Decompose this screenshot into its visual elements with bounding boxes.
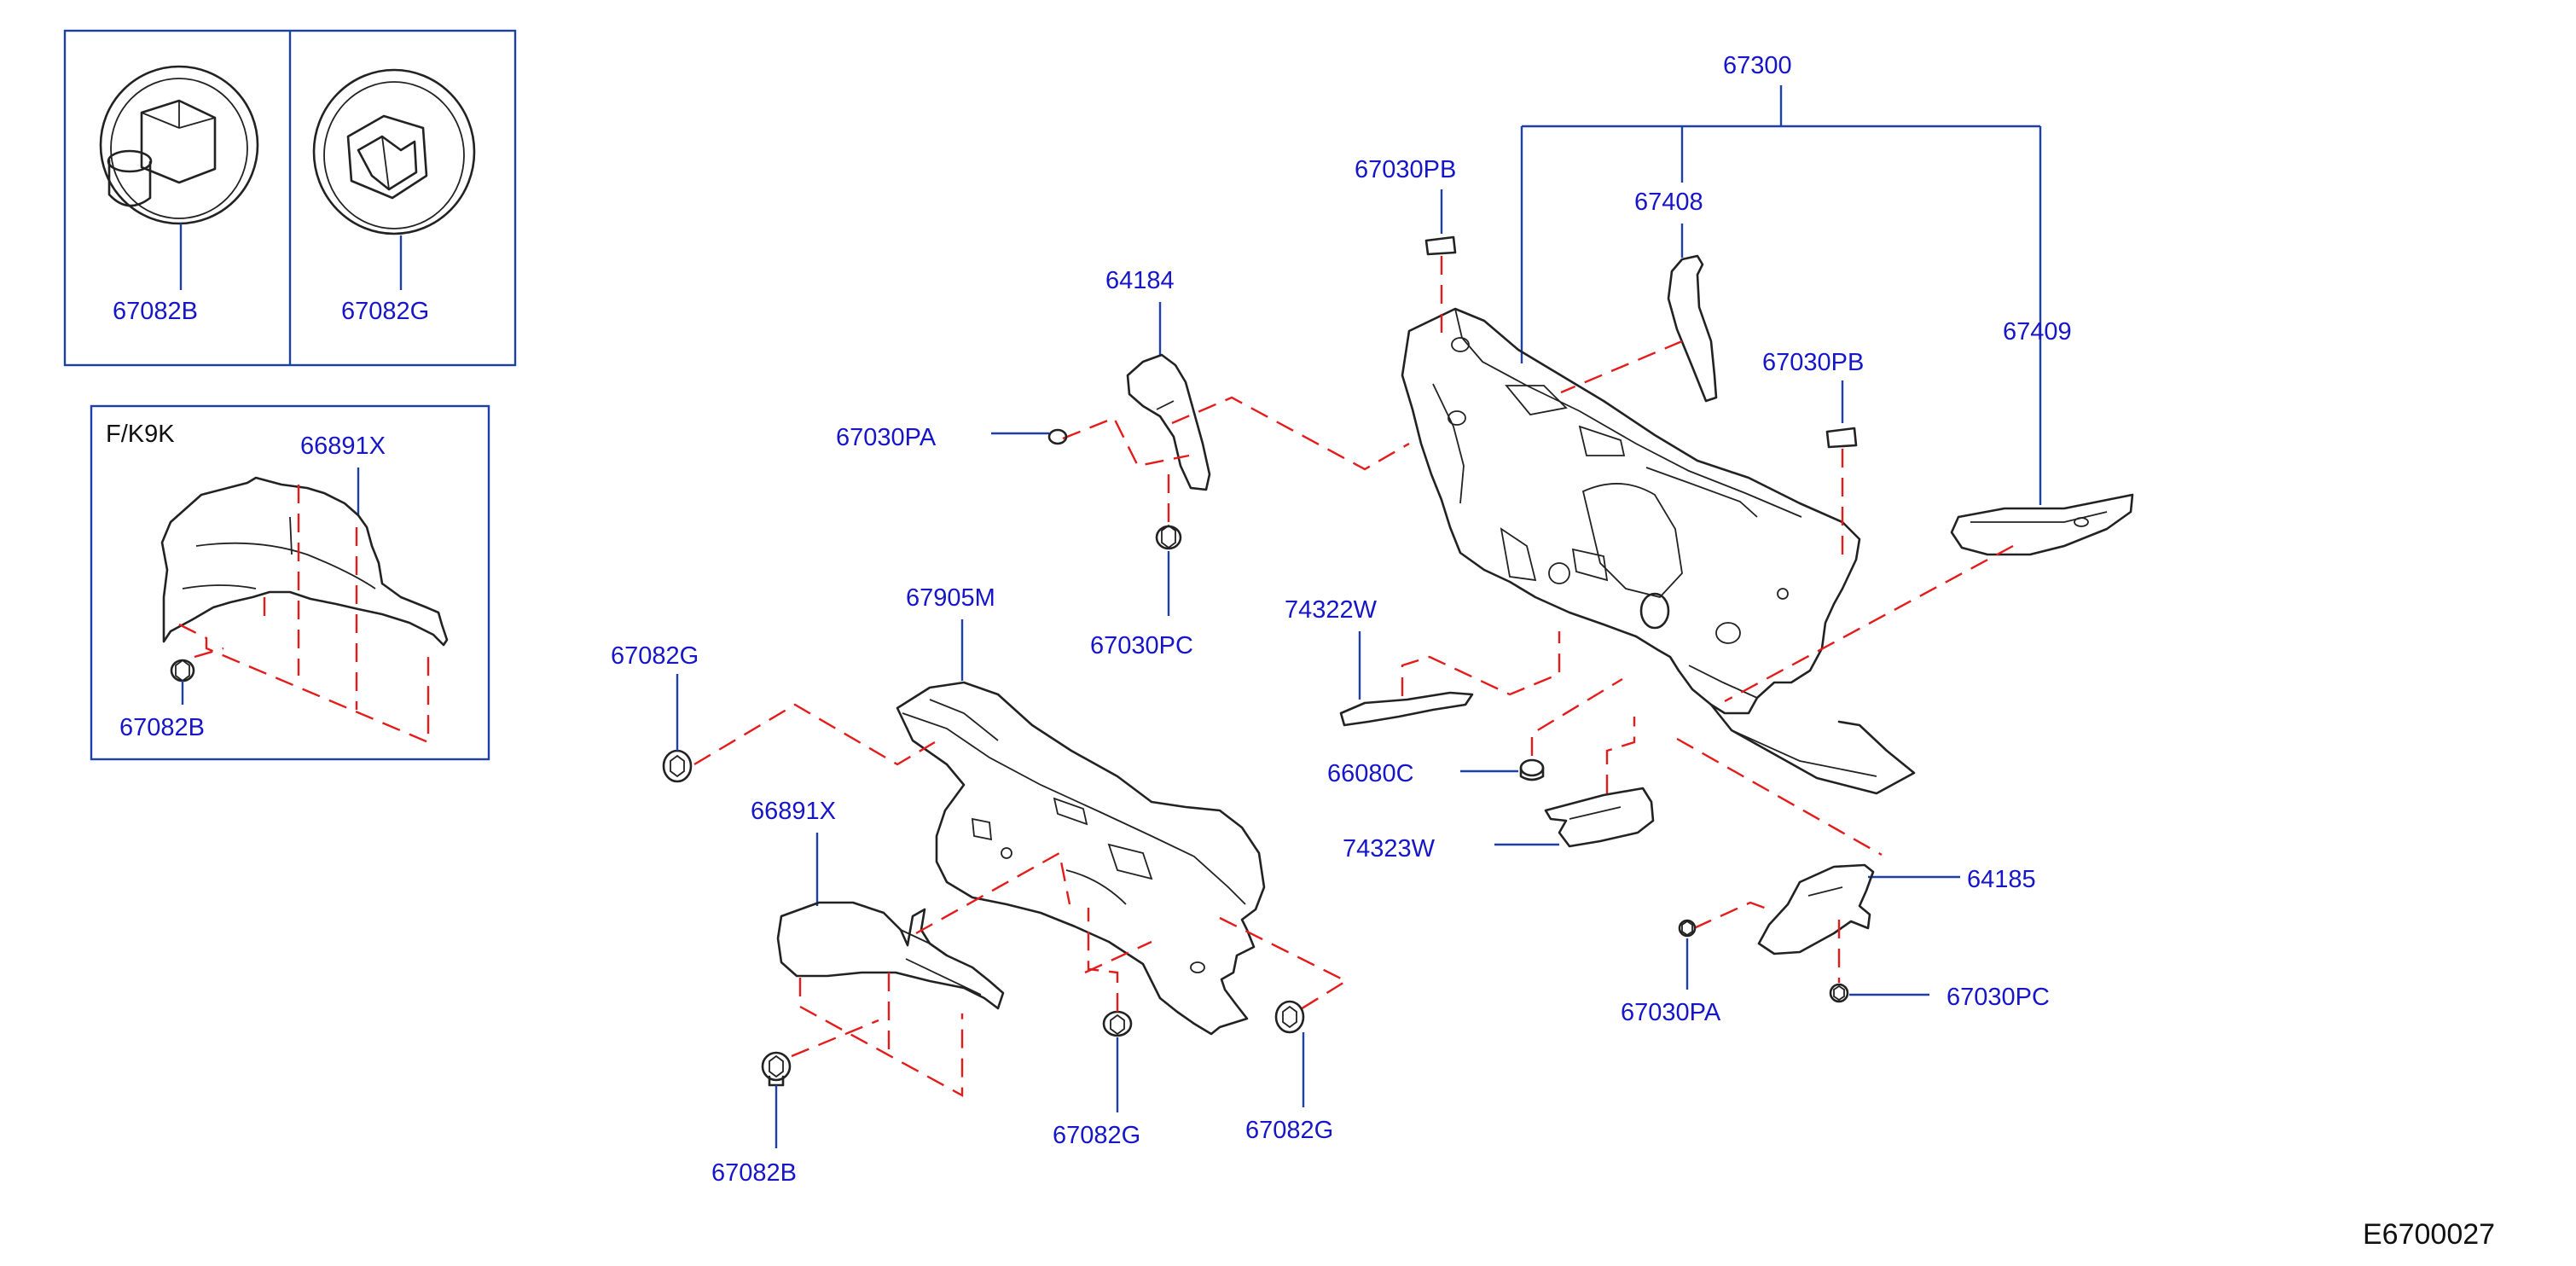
label-67409: 67409 [2003, 318, 2072, 346]
nut-67082G-right [1274, 1000, 1305, 1034]
label-74323W: 74323W [1343, 835, 1436, 862]
label-67082G-mid: 67082G [1053, 1122, 1140, 1149]
variant-insulator-part [160, 476, 449, 647]
label-67030PA-left: 67030PA [836, 424, 937, 451]
guide-64184-b [1171, 396, 1410, 471]
label-64184: 64184 [1105, 267, 1175, 294]
label-67082G-right: 67082G [1245, 1117, 1333, 1144]
dash-panel-group: 67300 67408 67409 67030PB [1355, 52, 2134, 795]
bracket-64184-group: 64184 67030PA 67030PC [836, 267, 1410, 659]
seal-group: 74322W 66080C 74323W [1285, 596, 1655, 862]
leader-67300-bracket [1520, 85, 2042, 505]
nut-67030PA-right [1678, 919, 1697, 938]
label-67030PC-left: 67030PC [1090, 632, 1193, 659]
variant-frame [90, 404, 490, 761]
label-67030PB-right: 67030PB [1762, 349, 1864, 376]
inset-variant-box: F/K9K 66891X 67082B [90, 404, 490, 761]
bracket-64184 [1126, 353, 1211, 491]
label-67030PA-right: 67030PA [1621, 999, 1721, 1026]
grommet-66080C [1519, 758, 1545, 781]
variant-guide-1 [178, 623, 430, 744]
nut-67082G-mid [1102, 1010, 1133, 1037]
nut-67082B-bottom [761, 1051, 792, 1087]
variant-label: F/K9K [106, 421, 175, 448]
seal-74323W [1544, 787, 1655, 848]
insulator-67905M [896, 681, 1266, 1036]
label-67905M: 67905M [906, 584, 995, 612]
label-67082G-inset: 67082G [341, 298, 429, 325]
clip-nut-illustration [312, 68, 476, 235]
guide-66891X-d [1084, 940, 1152, 974]
variant-guide-5 [194, 647, 224, 659]
bracket-64185 [1757, 863, 1875, 955]
flange-nut-illustration [99, 65, 259, 225]
guide-66891X-e [791, 1019, 879, 1058]
inset-fastener-box: 67082B 67082G [63, 29, 517, 367]
guide-66891X-a [798, 978, 964, 1098]
label-67082B-inset: 67082B [113, 298, 198, 325]
guide-67905M-a [693, 703, 936, 766]
bracket-67408 [1667, 254, 1718, 403]
bracket-64185-group: 64185 67030PA 67030PC [1621, 737, 2050, 1026]
seal-74322W [1339, 691, 1474, 727]
guide-67082G-mid [1087, 908, 1119, 1012]
diagram-id: E6700027 [2363, 1218, 2495, 1251]
label-66891X-inset: 66891X [300, 433, 386, 460]
nut-67030PC-right [1829, 983, 1849, 1003]
dash-panel-part [1401, 307, 1861, 715]
guide-66080C [1530, 677, 1623, 756]
insulator-67905M-group: 67905M 67082G 67082G 67082G [611, 584, 1349, 1149]
label-67082B-bottom: 67082B [711, 1159, 797, 1187]
variant-nut [170, 659, 195, 682]
label-66891X: 66891X [751, 798, 836, 825]
label-67030PB-top: 67030PB [1355, 156, 1456, 183]
insulator-66891X [776, 901, 1005, 1010]
nut-67030PC-left [1155, 524, 1182, 550]
guide-74323W [1605, 717, 1636, 793]
grommet-67030PB-right [1825, 427, 1858, 449]
label-66080C: 66080C [1327, 760, 1414, 787]
guide-64184-a [1062, 416, 1190, 467]
bracket-67409 [1950, 493, 2134, 556]
guide-64185-b [1693, 901, 1770, 930]
guide-67408 [1560, 340, 1683, 394]
guide-64185-a [1676, 737, 1883, 857]
guide-67409 [1724, 544, 2014, 703]
label-67030PC-right: 67030PC [1947, 984, 2050, 1011]
guide-74322W [1401, 631, 1561, 696]
label-67300: 67300 [1723, 52, 1792, 79]
guide-67905M-b [1219, 916, 1349, 1013]
nut-67082G-left [662, 749, 693, 783]
insulator-66891X-group: 66891X 67082B [711, 798, 1152, 1187]
label-74322W: 74322W [1285, 596, 1378, 624]
label-67082B-variant: 67082B [119, 714, 205, 741]
grommet-67030PB-top [1424, 235, 1457, 256]
dash-lower-tray [1709, 703, 1916, 795]
label-64185: 64185 [1967, 866, 2036, 893]
label-67408: 67408 [1634, 189, 1703, 216]
clip-67030PA-left [1047, 428, 1068, 445]
label-67082G-left: 67082G [611, 642, 699, 670]
